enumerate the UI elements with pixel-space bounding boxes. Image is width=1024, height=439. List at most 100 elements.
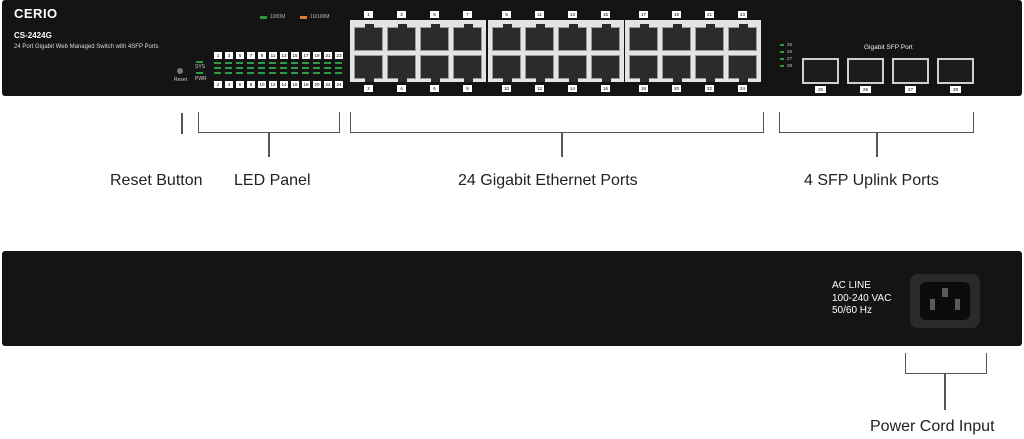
ports-bracket-stem — [561, 133, 563, 157]
legend-swatch-10-100m — [300, 15, 307, 19]
rear-panel: AC LINE 100-240 VAC 50/60 Hz — [2, 251, 1022, 346]
port-led — [214, 62, 221, 64]
ac-line-text: AC LINE 100-240 VAC 50/60 Hz — [832, 280, 891, 318]
port-led — [302, 72, 309, 74]
led-number-21: 21 — [324, 52, 332, 59]
ethernet-port-24[interactable] — [728, 55, 757, 82]
reset-bracket — [181, 113, 183, 134]
power-bracket — [905, 353, 987, 374]
port-number-label: 18 — [639, 85, 648, 92]
port-led — [236, 72, 243, 74]
port-led — [302, 67, 309, 69]
ethernet-port-18[interactable] — [629, 55, 658, 82]
ethernet-port-19[interactable] — [662, 24, 691, 51]
sfp-led-label: 27 — [787, 56, 793, 61]
led-number-11: 11 — [269, 52, 277, 59]
sfp-number-label: 25 — [815, 86, 826, 93]
ethernet-port-6[interactable] — [420, 55, 449, 82]
power-socket-inner — [920, 282, 970, 320]
sfp-port-27[interactable] — [892, 58, 929, 84]
ethernet-port-12[interactable] — [525, 55, 554, 82]
port-led — [269, 67, 276, 69]
reset-button[interactable] — [177, 68, 183, 74]
ethernet-port-10[interactable] — [492, 55, 521, 82]
led-number-5: 5 — [236, 52, 244, 59]
led-bracket — [198, 112, 340, 133]
port-led — [313, 72, 320, 74]
port-number-label: 21 — [705, 11, 714, 18]
callout-sfp-ports: 4 SFP Uplink Ports — [804, 172, 939, 189]
ethernet-port-13[interactable] — [558, 24, 587, 51]
ethernet-port-14[interactable] — [558, 55, 587, 82]
led-number-12: 12 — [269, 81, 277, 88]
port-number-label: 5 — [430, 11, 439, 18]
port-led — [280, 62, 287, 64]
ethernet-port-3[interactable] — [387, 24, 416, 51]
port-number-label: 13 — [568, 11, 577, 18]
led-number-1: 1 — [214, 52, 222, 59]
port-led — [236, 62, 243, 64]
sfp-led-label: 25 — [787, 42, 793, 47]
ethernet-port-17[interactable] — [629, 24, 658, 51]
legend-label-1000m: 1000M — [270, 14, 286, 20]
port-number-label: 16 — [601, 85, 610, 92]
sfp-bracket-stem — [876, 133, 878, 157]
port-led — [324, 72, 331, 74]
port-number-label: 12 — [535, 85, 544, 92]
port-led — [280, 67, 287, 69]
ethernet-port-1[interactable] — [354, 24, 383, 51]
led-number-3: 3 — [225, 52, 233, 59]
sfp-port-28[interactable] — [937, 58, 974, 84]
ports-bracket — [350, 112, 764, 133]
port-led — [291, 62, 298, 64]
ethernet-port-9[interactable] — [492, 24, 521, 51]
ethernet-port-7[interactable] — [453, 24, 482, 51]
port-led — [258, 62, 265, 64]
power-pin-left — [930, 299, 935, 310]
ethernet-port-2[interactable] — [354, 55, 383, 82]
legend-label-10-100m: 10/100M — [310, 14, 330, 20]
port-led — [236, 67, 243, 69]
sfp-port-25[interactable] — [802, 58, 839, 84]
sys-label: SYS — [195, 64, 206, 70]
port-led — [247, 62, 254, 64]
ethernet-port-22[interactable] — [695, 55, 724, 82]
ethernet-port-15[interactable] — [591, 24, 620, 51]
ethernet-port-8[interactable] — [453, 55, 482, 82]
port-number-label: 17 — [639, 11, 648, 18]
led-number-19: 19 — [313, 52, 321, 59]
port-number-label: 22 — [705, 85, 714, 92]
ethernet-port-20[interactable] — [662, 55, 691, 82]
ethernet-port-11[interactable] — [525, 24, 554, 51]
port-led — [247, 72, 254, 74]
ethernet-port-16[interactable] — [591, 55, 620, 82]
port-number-label: 8 — [463, 85, 472, 92]
led-number-7: 7 — [247, 52, 255, 59]
ethernet-port-4[interactable] — [387, 55, 416, 82]
port-led — [269, 72, 276, 74]
sfp-port-26[interactable] — [847, 58, 884, 84]
port-led — [335, 62, 342, 64]
callout-power-cord: Power Cord Input — [870, 418, 995, 435]
callout-reset-button: Reset Button — [110, 172, 203, 189]
led-number-16: 16 — [291, 81, 299, 88]
port-number-label: 9 — [502, 11, 511, 18]
led-number-17: 17 — [302, 52, 310, 59]
sfp-led-27 — [780, 58, 784, 60]
ethernet-port-21[interactable] — [695, 24, 724, 51]
led-number-13: 13 — [280, 52, 288, 59]
ethernet-port-23[interactable] — [728, 24, 757, 51]
legend-swatch-1000m — [260, 15, 267, 19]
power-pin-right — [955, 299, 960, 310]
callout-ethernet-ports: 24 Gigabit Ethernet Ports — [458, 172, 638, 189]
port-number-label: 20 — [672, 85, 681, 92]
sfp-led-label: 26 — [787, 49, 793, 54]
port-number-label: 15 — [601, 11, 610, 18]
led-number-14: 14 — [280, 81, 288, 88]
callout-led-panel: LED Panel — [234, 172, 311, 189]
sfp-bracket — [779, 112, 974, 133]
sfp-led-25 — [780, 44, 784, 46]
power-socket[interactable] — [910, 274, 980, 328]
ethernet-port-5[interactable] — [420, 24, 449, 51]
port-led — [214, 72, 221, 74]
